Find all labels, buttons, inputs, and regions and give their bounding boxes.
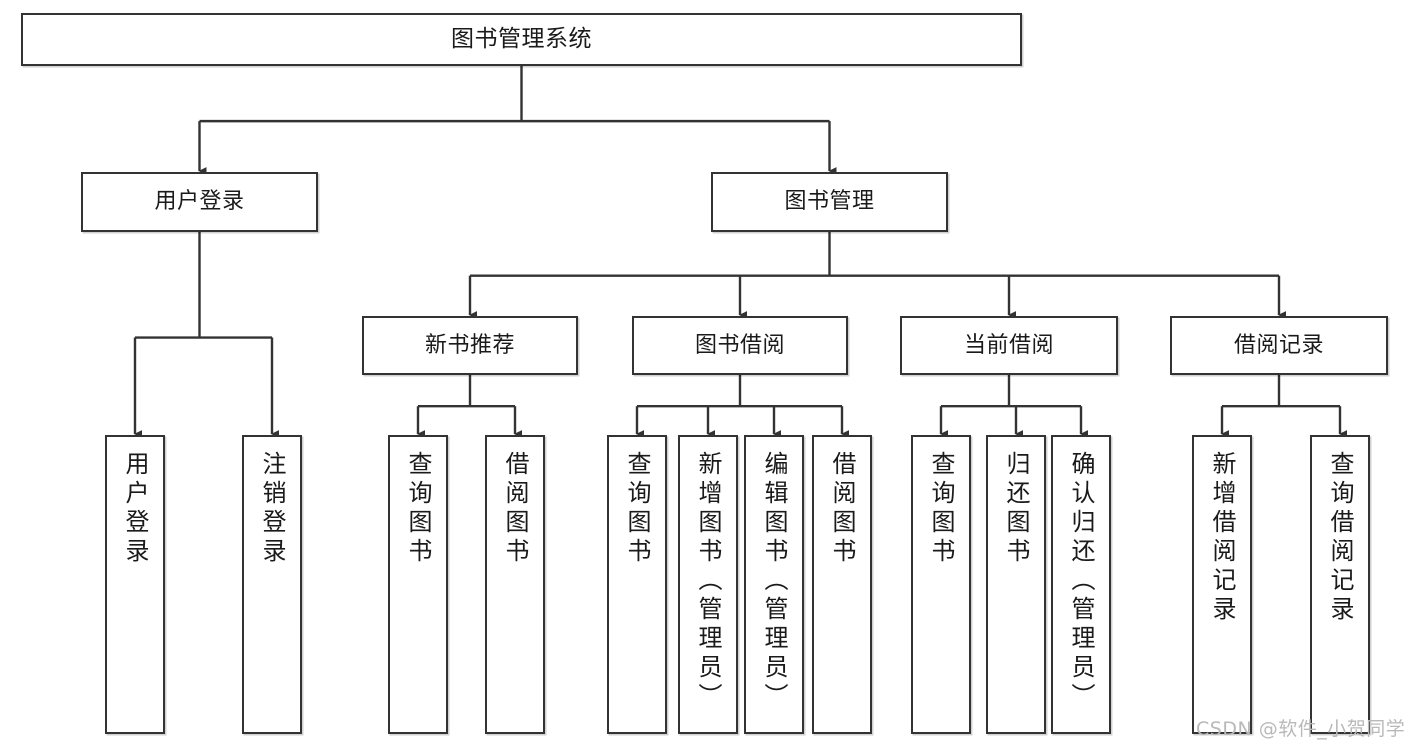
node-leaf-query-c[interactable]: 查询图书 <box>911 435 971 734</box>
node-leaf-borrow-b[interactable]: 借阅图书 <box>812 435 872 734</box>
node-login[interactable]: 用户登录 <box>81 172 318 232</box>
node-label: 图书管理 <box>784 189 875 215</box>
node-label: 用户登录 <box>121 451 149 567</box>
node-current[interactable]: 当前借阅 <box>900 316 1118 375</box>
node-leaf-edit-book[interactable]: 编辑图书（管理员） <box>744 435 804 734</box>
node-leaf-query-nb[interactable]: 查询图书 <box>388 435 448 734</box>
node-leaf-add-rec[interactable]: 新增借阅记录 <box>1192 435 1252 734</box>
node-label: 图书借阅 <box>694 332 785 358</box>
node-newbook[interactable]: 新书推荐 <box>362 316 578 375</box>
node-label: 借阅图书 <box>501 451 529 567</box>
node-leaf-confirm[interactable]: 确认归还（管理员） <box>1051 435 1111 734</box>
node-label: 新书推荐 <box>424 332 515 358</box>
node-label: 查询图书 <box>404 451 432 567</box>
node-bookmgmt[interactable]: 图书管理 <box>711 172 948 232</box>
node-label: 当前借阅 <box>963 332 1054 358</box>
node-leaf-add-book[interactable]: 新增图书（管理员） <box>678 435 738 734</box>
node-label: 编辑图书（管理员） <box>760 451 788 712</box>
node-records[interactable]: 借阅记录 <box>1170 316 1388 375</box>
node-label: 归还图书 <box>1002 451 1030 567</box>
node-label: 借阅图书 <box>828 451 856 567</box>
node-leaf-query-b[interactable]: 查询图书 <box>607 435 667 734</box>
node-label: 用户登录 <box>154 189 245 215</box>
node-label: 新增借阅记录 <box>1208 451 1236 625</box>
node-label: 注销登录 <box>258 451 286 567</box>
node-leaf-login[interactable]: 用户登录 <box>105 435 165 734</box>
node-leaf-borrow-nb[interactable]: 借阅图书 <box>485 435 545 734</box>
node-borrow[interactable]: 图书借阅 <box>632 316 848 375</box>
node-label: 查询借阅记录 <box>1326 451 1354 625</box>
node-label: 查询图书 <box>623 451 651 567</box>
node-label: 借阅记录 <box>1233 332 1324 358</box>
node-leaf-return[interactable]: 归还图书 <box>986 435 1046 734</box>
node-label: 查询图书 <box>927 451 955 567</box>
node-label: 图书管理系统 <box>451 25 592 52</box>
node-root[interactable]: 图书管理系统 <box>21 13 1022 66</box>
node-label: 新增图书（管理员） <box>694 451 722 712</box>
watermark-label: CSDN @软件_小贺同学 <box>1196 718 1405 740</box>
node-label: 确认归还（管理员） <box>1067 451 1095 712</box>
node-leaf-logout[interactable]: 注销登录 <box>242 435 302 734</box>
node-leaf-query-rec[interactable]: 查询借阅记录 <box>1310 435 1370 734</box>
